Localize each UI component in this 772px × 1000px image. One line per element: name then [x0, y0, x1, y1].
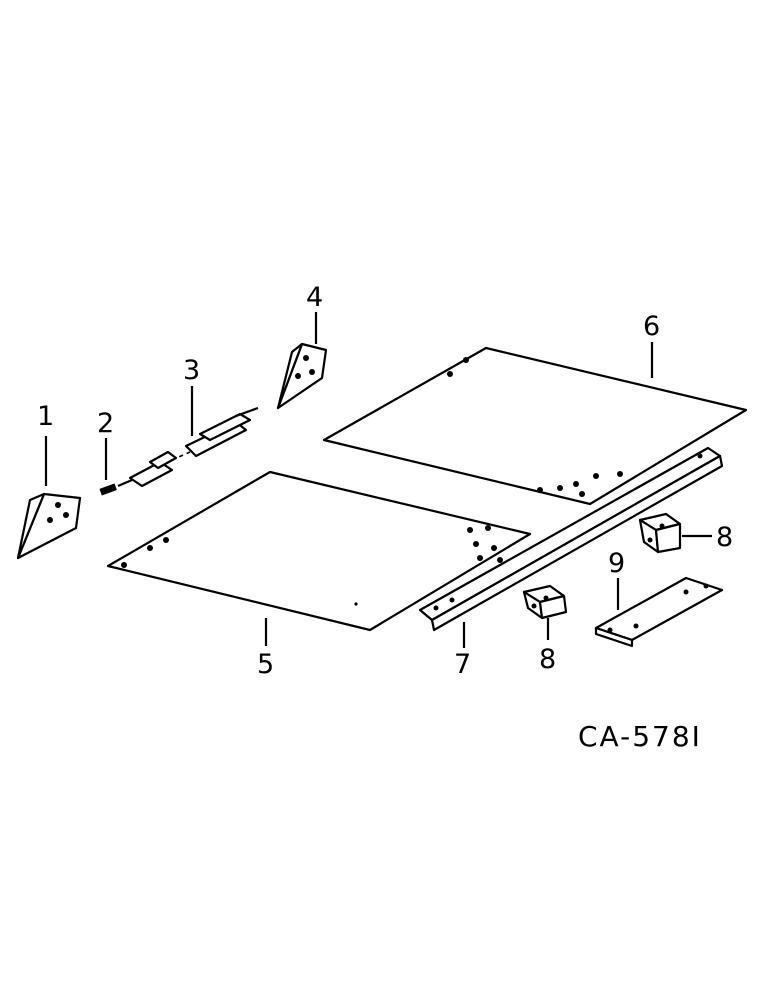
- part-4-gusset-bracket: [276, 342, 328, 410]
- callout-4: 4: [306, 282, 323, 313]
- part-8-bracket-upper: [638, 512, 682, 554]
- part-9-flat-plate: [594, 576, 724, 648]
- leader-lines: [44, 312, 712, 648]
- callout-7: 7: [454, 649, 471, 680]
- figure-code: CA-578I: [578, 720, 702, 753]
- callout-8-upper: 8: [716, 522, 733, 553]
- callout-2: 2: [97, 408, 114, 439]
- part-8-bracket-lower: [522, 584, 568, 620]
- part-3-hinge: [117, 406, 259, 488]
- part-2-pin: [99, 483, 117, 496]
- callout-8-lower: 8: [539, 644, 556, 675]
- callout-3: 3: [183, 355, 200, 386]
- callout-9: 9: [608, 548, 625, 579]
- callout-1: 1: [37, 401, 54, 432]
- callout-5: 5: [257, 649, 274, 680]
- callout-6: 6: [643, 311, 660, 342]
- part-5-lower-panel: [106, 470, 532, 632]
- part-7-angle-rail: [418, 446, 724, 632]
- part-1-gusset-bracket: [16, 492, 82, 560]
- part-6-upper-panel: [322, 346, 748, 506]
